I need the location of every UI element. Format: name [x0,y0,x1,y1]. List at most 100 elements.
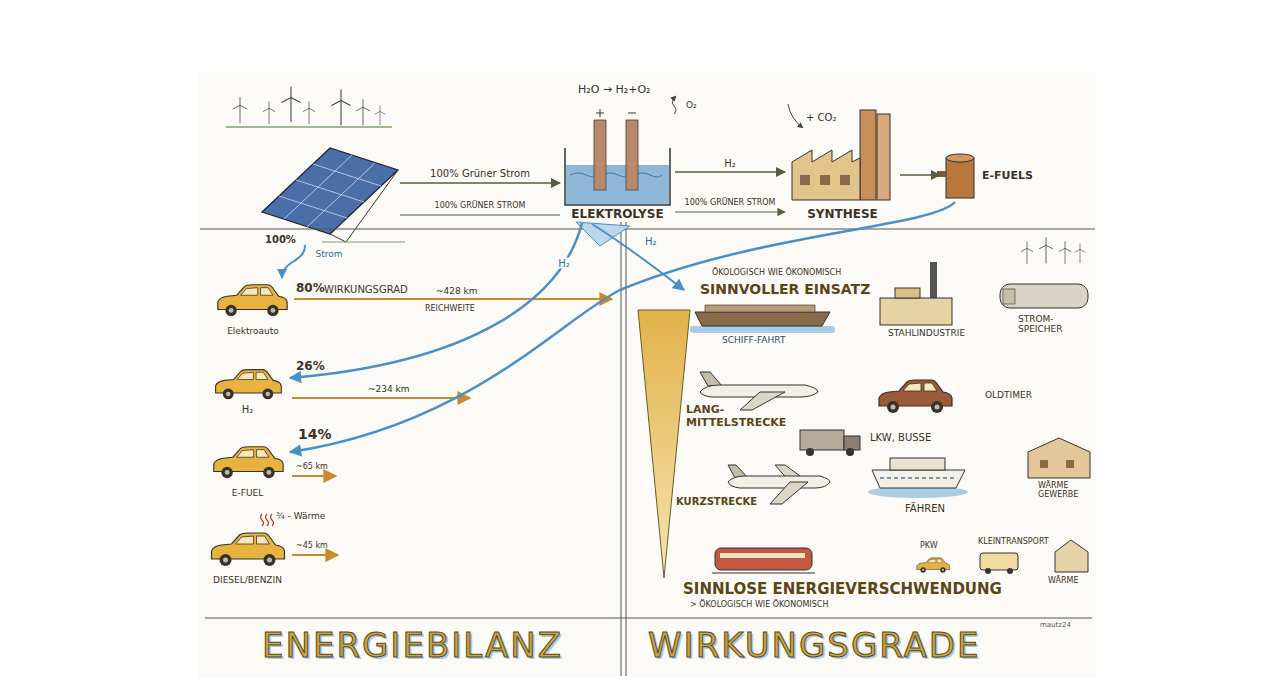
text-label: H₂O → H₂+O₂ [578,84,651,97]
text-label: 26% [296,360,325,374]
electrolysis-tank [672,96,676,114]
range-arrows [292,554,338,556]
text-label: WÄRME [1048,576,1078,585]
diagram-title: ENERGIEBILANZ [262,626,563,665]
truck [800,430,844,450]
text-label: ~45 km [296,541,328,550]
range-arrows [292,397,470,399]
ferry [890,458,945,470]
electrolysis-tank [600,109,601,117]
steel-industry [895,288,920,298]
power-storage [1059,241,1071,264]
text-label: OLDTIMER [985,390,1032,400]
node-label: Elektroauto [227,326,279,336]
short-haul-plane [728,476,830,488]
solar-panel [330,170,398,242]
flow-connector [282,245,305,278]
frame-lines [626,222,627,676]
text-label: PKW [920,541,938,550]
wind-farm [226,126,392,128]
edge-label: H₂ [722,158,738,169]
illustration-node: H₂ [205,363,290,415]
synthesis-factory [860,110,876,200]
flow-connector [290,202,955,452]
node-label: DIESEL/BENZIN [213,575,282,585]
truck [846,448,854,456]
synthesis-factory [877,114,890,200]
ship [705,305,815,312]
solar-panel [262,148,398,234]
wind-farm [303,101,315,124]
text-label: STAHLINDUSTRIE [888,328,965,338]
commercial-building [1066,460,1074,468]
steel-industry [930,262,937,298]
train [715,548,812,570]
edge-label: 100% GRÜNER STROM [683,199,778,208]
paper-sheet [199,72,1096,678]
electrolysis-tank [565,96,676,205]
frame-lines [205,618,1092,619]
wind-farm [263,101,275,124]
frame-lines [200,222,1095,676]
wind-farm [356,99,370,125]
long-haul-plane [740,392,785,410]
wind-farm [233,97,247,123]
text-label: LKW, BUSSE [870,432,931,444]
power-storage [1021,241,1033,264]
train [720,553,805,558]
solar-panel [262,148,405,242]
text-label: + CO₂ [806,112,836,124]
cars [212,533,285,566]
cars [218,285,287,316]
text-label: ~428 km [436,286,478,296]
frame-lines [200,229,1095,230]
text-label: FÄHREN [905,503,945,515]
wind-farm [281,86,300,122]
flow-connector [290,223,582,378]
h2-split-arrow [592,224,684,290]
van [985,568,991,574]
long-haul-plane [700,372,722,386]
steel-industry [880,262,952,325]
short-haul-plane [770,482,808,504]
illustration-node: SYNTHESE [785,138,900,223]
flow-connector [675,171,785,173]
illustration-node: E-FUEL [205,440,290,498]
truck [806,448,814,456]
power-storage [1000,237,1088,308]
text-label: ÖKOLOGISCH WIE ÖKONOMISCH [712,268,841,277]
house [1055,540,1088,572]
text-label: mautz24 [1040,621,1071,629]
power-storage [1003,289,1015,304]
text-label: SINNVOLLER EINSATZ [700,281,870,297]
electrolysis-tank [570,173,662,177]
illustration-node: Elektroauto [212,278,294,336]
text-label: WIRKUNGSGRADE [648,626,980,665]
efficiency-funnel [638,310,690,578]
synthesis-factory [820,175,830,185]
h2-split-arrow [576,222,630,246]
ship [690,326,835,333]
synthesis-factory [840,175,850,185]
electrolysis-tank [565,148,670,205]
heat-symbol [261,514,264,526]
steel-industry [880,298,952,325]
flow-connector [400,182,560,184]
heat-symbol [271,514,274,526]
range-arrows [292,299,612,555]
node-label: E-FUELS [982,170,1033,183]
text-label: LANG-MITTELSTRECKE [686,404,786,429]
ship [690,305,835,333]
text-label: KLEINTRANSPORT [978,537,1049,546]
commercial-building [1040,460,1048,468]
electrolysis-tank [628,113,636,114]
electrolysis-tank [626,120,638,190]
ship [695,312,830,326]
van [1007,568,1013,574]
edge-label: 100% Grüner Strom [428,168,532,179]
node-label: ELEKTROLYSE [571,208,663,222]
range-arrows [294,298,612,300]
illustration-node: E-FUELS [940,150,1035,202]
